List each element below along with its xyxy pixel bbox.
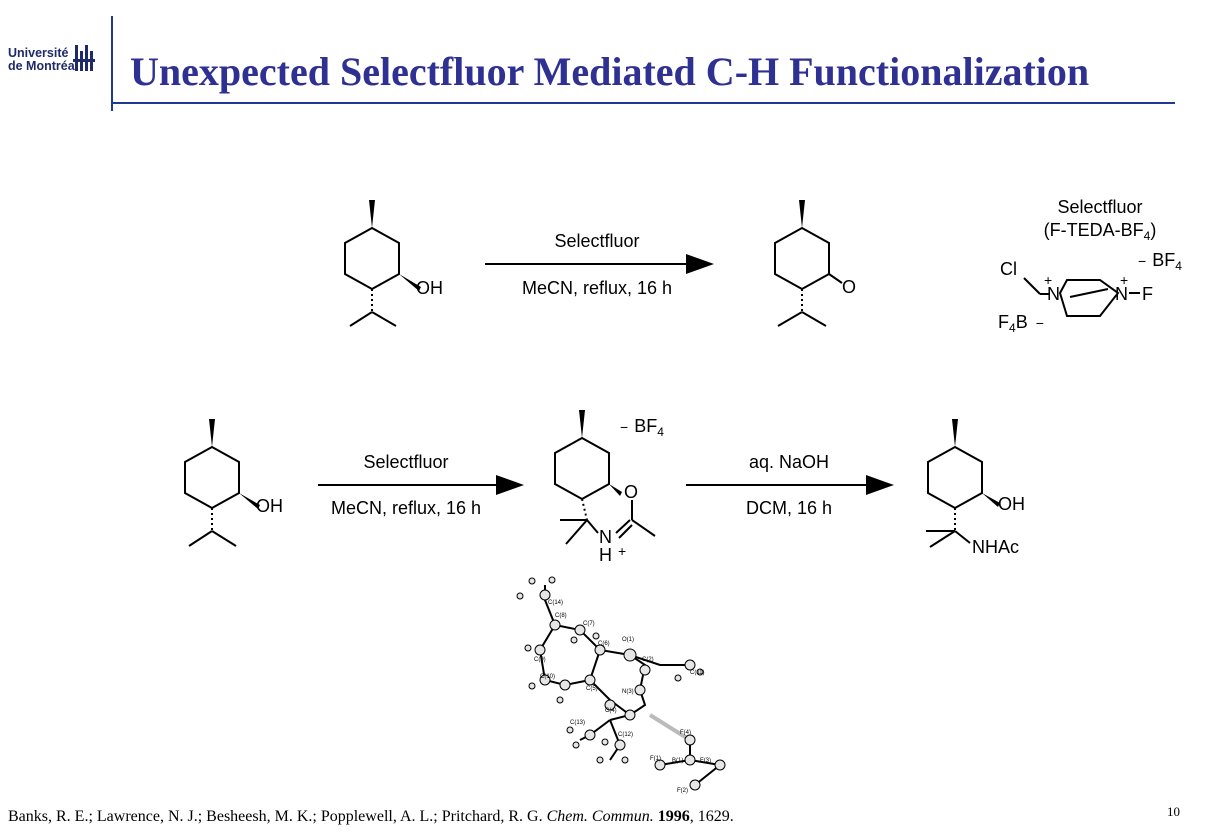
scheme-text: 4 bbox=[1144, 229, 1151, 243]
selectfluor-cl: Cl bbox=[1000, 259, 1017, 279]
r2-reagent: Selectfluor bbox=[363, 452, 448, 472]
citation-authors: Banks, R. E.; Lawrence, N. J.; Besheesh,… bbox=[8, 808, 547, 825]
r2-conditions: MeCN, reflux, 16 h bbox=[331, 498, 481, 518]
scheme-text: 4 bbox=[1009, 321, 1016, 335]
header-horizontal-rule bbox=[111, 102, 1175, 104]
scheme-text: C(4) bbox=[605, 708, 617, 714]
scheme-text: BF bbox=[634, 416, 657, 436]
scheme-text: 4 bbox=[657, 425, 664, 439]
scheme-text: B(1) bbox=[672, 758, 683, 764]
scheme-text: C(7) bbox=[583, 621, 595, 627]
r2-oh-label: OH bbox=[256, 496, 283, 516]
scheme-text: C(2) bbox=[642, 657, 654, 663]
scheme-text: F(1) bbox=[650, 756, 661, 762]
scheme-text: C(10) bbox=[540, 674, 555, 680]
r1-reagent: Selectfluor bbox=[554, 231, 639, 251]
citation-pages: , 1629. bbox=[689, 808, 734, 825]
scheme-text: C(8) bbox=[555, 613, 567, 619]
oxazinium-structure bbox=[554, 410, 656, 545]
selectfluor-n-left: N bbox=[1047, 284, 1060, 304]
scheme-text: ) bbox=[1150, 220, 1156, 240]
scheme-text: − bbox=[620, 419, 628, 435]
scheme-text: (F-TEDA-BF bbox=[1044, 220, 1144, 240]
intermediate-n: N bbox=[599, 527, 612, 547]
selectfluor-plus-left: + bbox=[1044, 272, 1052, 288]
scheme-text: C(6) bbox=[598, 641, 610, 647]
scheme-text: F(3) bbox=[700, 758, 711, 764]
selectfluor-structure bbox=[1023, 277, 1140, 317]
scheme-text: C(13) bbox=[570, 720, 585, 726]
page-number: 10 bbox=[1167, 804, 1180, 819]
r3-oh-label: OH bbox=[998, 494, 1025, 514]
citation-year: 1996 bbox=[657, 808, 690, 825]
selectfluor-n-right: N bbox=[1115, 284, 1128, 304]
header-vertical-rule bbox=[111, 16, 113, 111]
selectfluor-plus-right: + bbox=[1120, 272, 1128, 288]
citation: Banks, R. E.; Lawrence, N. J.; Besheesh,… bbox=[8, 808, 734, 826]
scheme-text: − bbox=[1138, 253, 1146, 269]
selectfluor-f: F bbox=[1142, 284, 1153, 304]
scheme-text: F bbox=[998, 312, 1009, 332]
selectfluor-name: Selectfluor bbox=[1057, 197, 1142, 217]
scheme-text: C(14) bbox=[548, 600, 563, 606]
r1-conditions: MeCN, reflux, 16 h bbox=[522, 278, 672, 298]
scheme-text: C(5) bbox=[586, 686, 598, 692]
scheme-text: F(4) bbox=[680, 730, 691, 736]
intermediate-plus: + bbox=[618, 543, 626, 559]
scheme-text: C(11) bbox=[690, 670, 705, 676]
scheme-text: 4 bbox=[1175, 259, 1182, 273]
scheme-text: N(3) bbox=[622, 689, 634, 695]
scheme-text: C(9) bbox=[534, 657, 546, 663]
r3-reagent: aq. NaOH bbox=[749, 452, 829, 472]
scheme-text: C(12) bbox=[618, 732, 633, 738]
scheme-text: F(2) bbox=[677, 788, 688, 794]
scheme-text: O(1) bbox=[622, 637, 634, 643]
menthol-structure-2 bbox=[184, 419, 260, 547]
intermediate-h: H bbox=[599, 545, 612, 565]
intermediate-counterion: −BF4 bbox=[620, 416, 664, 439]
logo-wordmark: Université de Montréal bbox=[8, 47, 78, 73]
university-logo-icon bbox=[73, 45, 95, 71]
r3-nhac-label: NHAc bbox=[972, 537, 1019, 557]
logo-line2: de Montréal bbox=[8, 59, 79, 73]
slide-title: Unexpected Selectfluor Mediated C-H Func… bbox=[130, 49, 1090, 94]
acetamido-alcohol-structure bbox=[926, 419, 1000, 548]
selectfluor-bf4-bottom: F4B− bbox=[998, 312, 1044, 335]
logo-line1: Université bbox=[8, 46, 69, 60]
r1-ketone-o-label: O bbox=[842, 277, 856, 297]
scheme-text: B bbox=[1016, 312, 1028, 332]
selectfluor-bf4-top: −BF4 bbox=[1138, 250, 1182, 273]
scheme-text: BF bbox=[1152, 250, 1175, 270]
crystal-atoms bbox=[516, 576, 726, 791]
r1-oh-label: OH bbox=[416, 278, 443, 298]
citation-journal: Chem. Commun. bbox=[546, 808, 654, 825]
selectfluor-formula: (F-TEDA-BF4) bbox=[1044, 220, 1157, 243]
menthone-structure bbox=[774, 200, 843, 327]
scheme-text: − bbox=[1036, 315, 1044, 331]
menthol-structure-1 bbox=[344, 200, 421, 327]
r3-conditions: DCM, 16 h bbox=[746, 498, 832, 518]
crystal-atom-labels: C(14) C(8) C(7) C(9) C(6) O(1) C(2) C(11… bbox=[534, 600, 711, 794]
intermediate-o: O bbox=[624, 482, 638, 502]
